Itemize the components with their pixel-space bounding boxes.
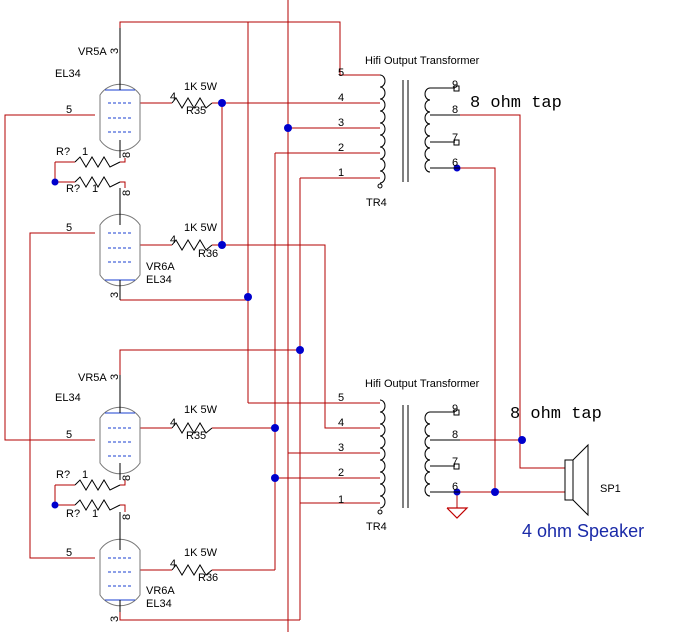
tube-2 [99,188,141,300]
tube-3-pin-bottom: 8 [121,475,133,481]
screen-resistor-4-ref: R36 [198,572,218,584]
transformer-1-tap-label: 8 ohm tap [470,94,562,113]
cathode-resistor-1-pin: 1 [82,146,88,158]
transformer-1-title: Hifi Output Transformer [365,55,480,67]
tr1-pin-5: 5 [338,67,344,79]
tube-1-pin-screen: 4 [170,91,176,103]
tr1-pin-7: 7 [452,132,458,144]
cathode-resistor-4-ref: R? [66,508,80,520]
tube-1-pin-grid: 5 [66,104,72,116]
tube-2-pin-grid: 5 [66,222,72,234]
tube-4-pin-screen: 4 [170,558,176,570]
tube-4-pin-grid: 5 [66,547,72,559]
speaker-symbol [564,443,589,517]
screen-resistor-2-ref: R36 [198,248,218,260]
ground-symbol [446,507,469,519]
tube-2-pin-bottom: 3 [109,292,121,298]
screen-resistor-1-ref: R35 [186,105,206,117]
cathode-resistor-1-ref: R? [56,146,70,158]
cathode-resistor-2-pin: 1 [92,183,98,195]
tube-4-pin-top: 8 [121,514,133,520]
tr2-pin-9: 9 [452,403,458,415]
tr2-pin-5: 5 [338,392,344,404]
tube-2-ref: VR6A [146,261,175,273]
screen-resistor-3-value: 1K 5W [184,404,218,416]
transformer-2-title: Hifi Output Transformer [365,378,480,390]
tr2-pin-2: 2 [338,467,344,479]
tr2-pin-1: 1 [338,494,344,506]
transformer-2-tap-label: 8 ohm tap [510,405,602,424]
tube-2-pin-screen: 4 [170,234,176,246]
screen-resistor-4-value: 1K 5W [184,547,218,559]
transformer-2-ref: TR4 [366,521,387,533]
tube-1-type: EL34 [55,68,81,80]
cathode-resistor-3-ref: R? [56,469,70,481]
tube-4-ref: VR6A [146,585,175,597]
transformer-1-coils [377,74,460,189]
tr2-pin-7: 7 [452,456,458,468]
tr2-pin-4: 4 [338,417,344,429]
tube-1 [99,28,141,158]
tr1-pin-2: 2 [338,142,344,154]
tr1-pin-8: 8 [452,104,458,116]
transformer-1-ref: TR4 [366,197,387,209]
tube-3-type: EL34 [55,392,81,404]
tr1-pin-9: 9 [452,79,458,91]
tube-3-pin-top: 3 [109,374,121,380]
speaker-ref: SP1 [600,483,621,495]
tube-1-pin-top: 3 [109,48,121,54]
tube-4 [99,512,141,612]
tr1-pin-3: 3 [338,117,344,129]
speaker-label: 4 ohm Speaker [522,521,644,541]
tube-3 [99,375,141,480]
tr1-pin-4: 4 [338,92,344,104]
cathode-resistor-2-ref: R? [66,183,80,195]
tube-4-type: EL34 [146,598,172,610]
resistor-symbols [74,97,213,576]
screen-resistor-1-value: 1K 5W [184,81,218,93]
tube-3-ref: VR5A [78,372,107,384]
tr1-pin-6: 6 [452,157,458,169]
tr2-pin-8: 8 [452,429,458,441]
screen-resistor-2-value: 1K 5W [184,222,218,234]
tube-3-pin-screen: 4 [170,417,176,429]
cathode-resistor-3-pin: 1 [82,469,88,481]
screen-resistor-3-ref: R35 [186,430,206,442]
tube-2-pin-top: 8 [121,190,133,196]
tube-3-pin-grid: 5 [66,429,72,441]
cathode-resistor-4-pin: 1 [92,508,98,520]
tr1-pin-1: 1 [338,167,344,179]
tube-1-ref: VR5A [78,46,107,58]
tr2-pin-3: 3 [338,442,344,454]
tube-1-pin-bottom: 8 [121,152,133,158]
tr2-pin-6: 6 [452,481,458,493]
tube-2-type: EL34 [146,274,172,286]
tube-4-pin-bottom: 3 [109,616,121,622]
transformer-2-coils [377,399,460,515]
